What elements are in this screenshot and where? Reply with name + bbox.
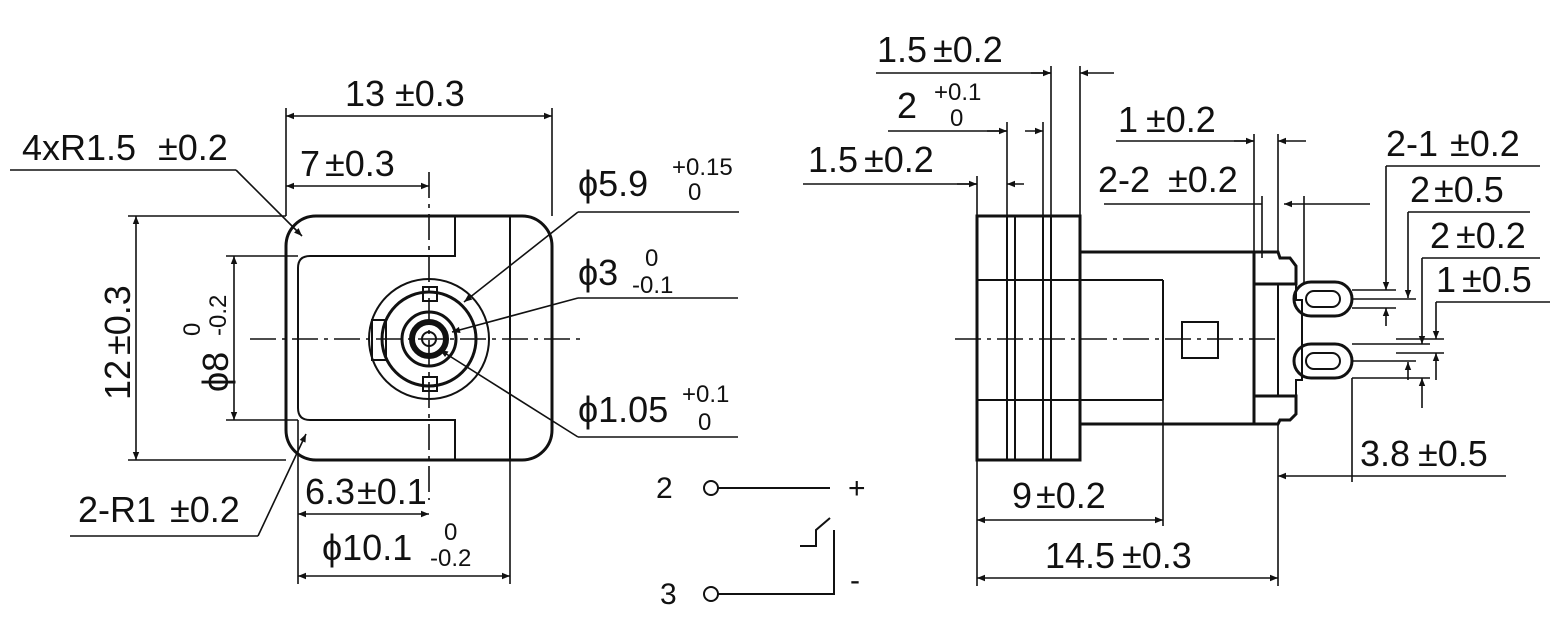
dim-half-width-tol: ±0.3 xyxy=(325,143,395,184)
dim-2-tol-top: +0.1 xyxy=(934,79,981,106)
dim-phi3-value: ϕ3 xyxy=(578,252,618,293)
dim-2-value: 2 xyxy=(897,85,917,126)
dim-phi1-05-tol-top: +0.1 xyxy=(682,381,729,408)
front-inner-slot xyxy=(297,216,456,460)
dim-phi10-1-tol-bot: -0.2 xyxy=(430,545,471,572)
dim-3-8-tol: ±0.5 xyxy=(1418,433,1488,474)
dim-phi8-value: ϕ8 xyxy=(195,352,236,392)
dim-1b-tol: ±0.5 xyxy=(1462,259,1532,300)
dim-r1-value: 2-R1 xyxy=(78,489,156,530)
dim-top-1-5-value: 1.5 xyxy=(877,29,927,70)
dim-phi10-1-value: ϕ10.1 xyxy=(322,527,412,568)
socket-pin xyxy=(421,331,437,347)
dim-2-1-tol: ±0.2 xyxy=(1450,123,1520,164)
dim-14-5-value: 14.5 xyxy=(1045,535,1115,576)
dim-2-2-tol: ±0.2 xyxy=(1168,159,1238,200)
dim-phi5-9-tol-bot: 0 xyxy=(688,179,701,206)
dim-height-tol: ±0.3 xyxy=(97,285,138,355)
socket-tab-top xyxy=(422,286,438,302)
dim-phi1-05-tol-bot: 0 xyxy=(698,409,711,436)
dim-width-value: 13 xyxy=(345,73,385,114)
dim-phi5-9-value: ϕ5.9 xyxy=(578,163,648,204)
dim-2b-tol: ±0.2 xyxy=(1456,215,1526,256)
dim-2a-value: 2 xyxy=(1410,169,1430,210)
dim-1-tol: ±0.2 xyxy=(1146,99,1216,140)
dim-phi8-tol-bot: -0.2 xyxy=(205,295,232,336)
dim-9-tol: ±0.2 xyxy=(1036,475,1106,516)
socket-tab-bottom xyxy=(422,376,438,392)
socket-latch xyxy=(371,319,387,361)
dim-corner-radii-value: 4xR1.5 xyxy=(22,127,136,168)
dim-2b-value: 2 xyxy=(1430,215,1450,256)
dim-mid-1-5-value: 1.5 xyxy=(808,139,858,180)
side-pin-upper-slot xyxy=(1305,290,1341,308)
dim-width-tol: ±0.3 xyxy=(395,73,465,114)
schematic-symbol: 2 + 3 - xyxy=(656,472,866,611)
socket-pin-outer xyxy=(409,319,449,359)
side-pin-lower-slot xyxy=(1305,352,1341,370)
dim-phi1-05-value: ϕ1.05 xyxy=(578,389,668,430)
side-flange xyxy=(975,214,1082,462)
dim-phi3-tol-bot: -0.1 xyxy=(632,272,673,299)
dim-phi10-1-tol-top: 0 xyxy=(444,519,457,546)
dim-2a-tol: ±0.5 xyxy=(1434,169,1504,210)
side-rear-block xyxy=(1252,250,1298,426)
dim-top-1-5-tol: ±0.2 xyxy=(933,29,1003,70)
side-view: 1.5 ±0.2 2 +0.1 0 1.5 ±0.2 1 ±0.2 2-2 ±0… xyxy=(803,29,1550,586)
dim-1-value: 1 xyxy=(1118,99,1138,140)
dim-6-3-value: 6.3 xyxy=(305,471,355,512)
dim-6-3-tol: ±0.1 xyxy=(357,471,427,512)
socket-ring-circle xyxy=(380,290,478,388)
dim-height-value: 12 xyxy=(97,360,138,400)
dim-corner-radii-tol: ±0.2 xyxy=(158,127,228,168)
socket-outer-circle xyxy=(368,278,490,400)
dim-2-tol-bot: 0 xyxy=(950,105,963,132)
schematic-pin2-terminal xyxy=(703,480,719,496)
dim-2-2-value: 2-2 xyxy=(1098,159,1150,200)
dim-14-5-tol: ±0.3 xyxy=(1122,535,1192,576)
dim-half-width-value: 7 xyxy=(300,143,320,184)
schematic-pin3-label: 3 xyxy=(660,578,677,611)
side-latch-window xyxy=(1181,321,1219,359)
schematic-pin2-label: 2 xyxy=(656,472,673,505)
dim-9-value: 9 xyxy=(1012,475,1032,516)
socket-phi3-circle xyxy=(400,310,458,368)
dim-2-1-value: 2-1 xyxy=(1386,123,1438,164)
side-body xyxy=(1078,250,1256,426)
dim-r1-tol: ±0.2 xyxy=(170,489,240,530)
dim-mid-1-5-tol: ±0.2 xyxy=(864,139,934,180)
dim-phi8-tol-top: 0 xyxy=(179,323,206,336)
front-body-outline xyxy=(284,214,554,462)
schematic-contact-spring xyxy=(800,517,831,547)
dim-1b-value: 1 xyxy=(1436,259,1456,300)
dim-phi3-tol-top: 0 xyxy=(645,245,658,272)
schematic-plus-label: + xyxy=(848,472,866,505)
schematic-pin3-wire xyxy=(718,530,835,595)
schematic-minus-label: - xyxy=(850,564,860,597)
dim-phi5-9-tol-top: +0.15 xyxy=(672,154,733,181)
dim-3-8-value: 3.8 xyxy=(1360,433,1410,474)
front-view: 13 ±0.3 7 ±0.3 4xR1.5 ±0.2 12 ±0.3 ϕ8 0 … xyxy=(10,73,739,584)
schematic-pin3-terminal xyxy=(703,586,719,602)
